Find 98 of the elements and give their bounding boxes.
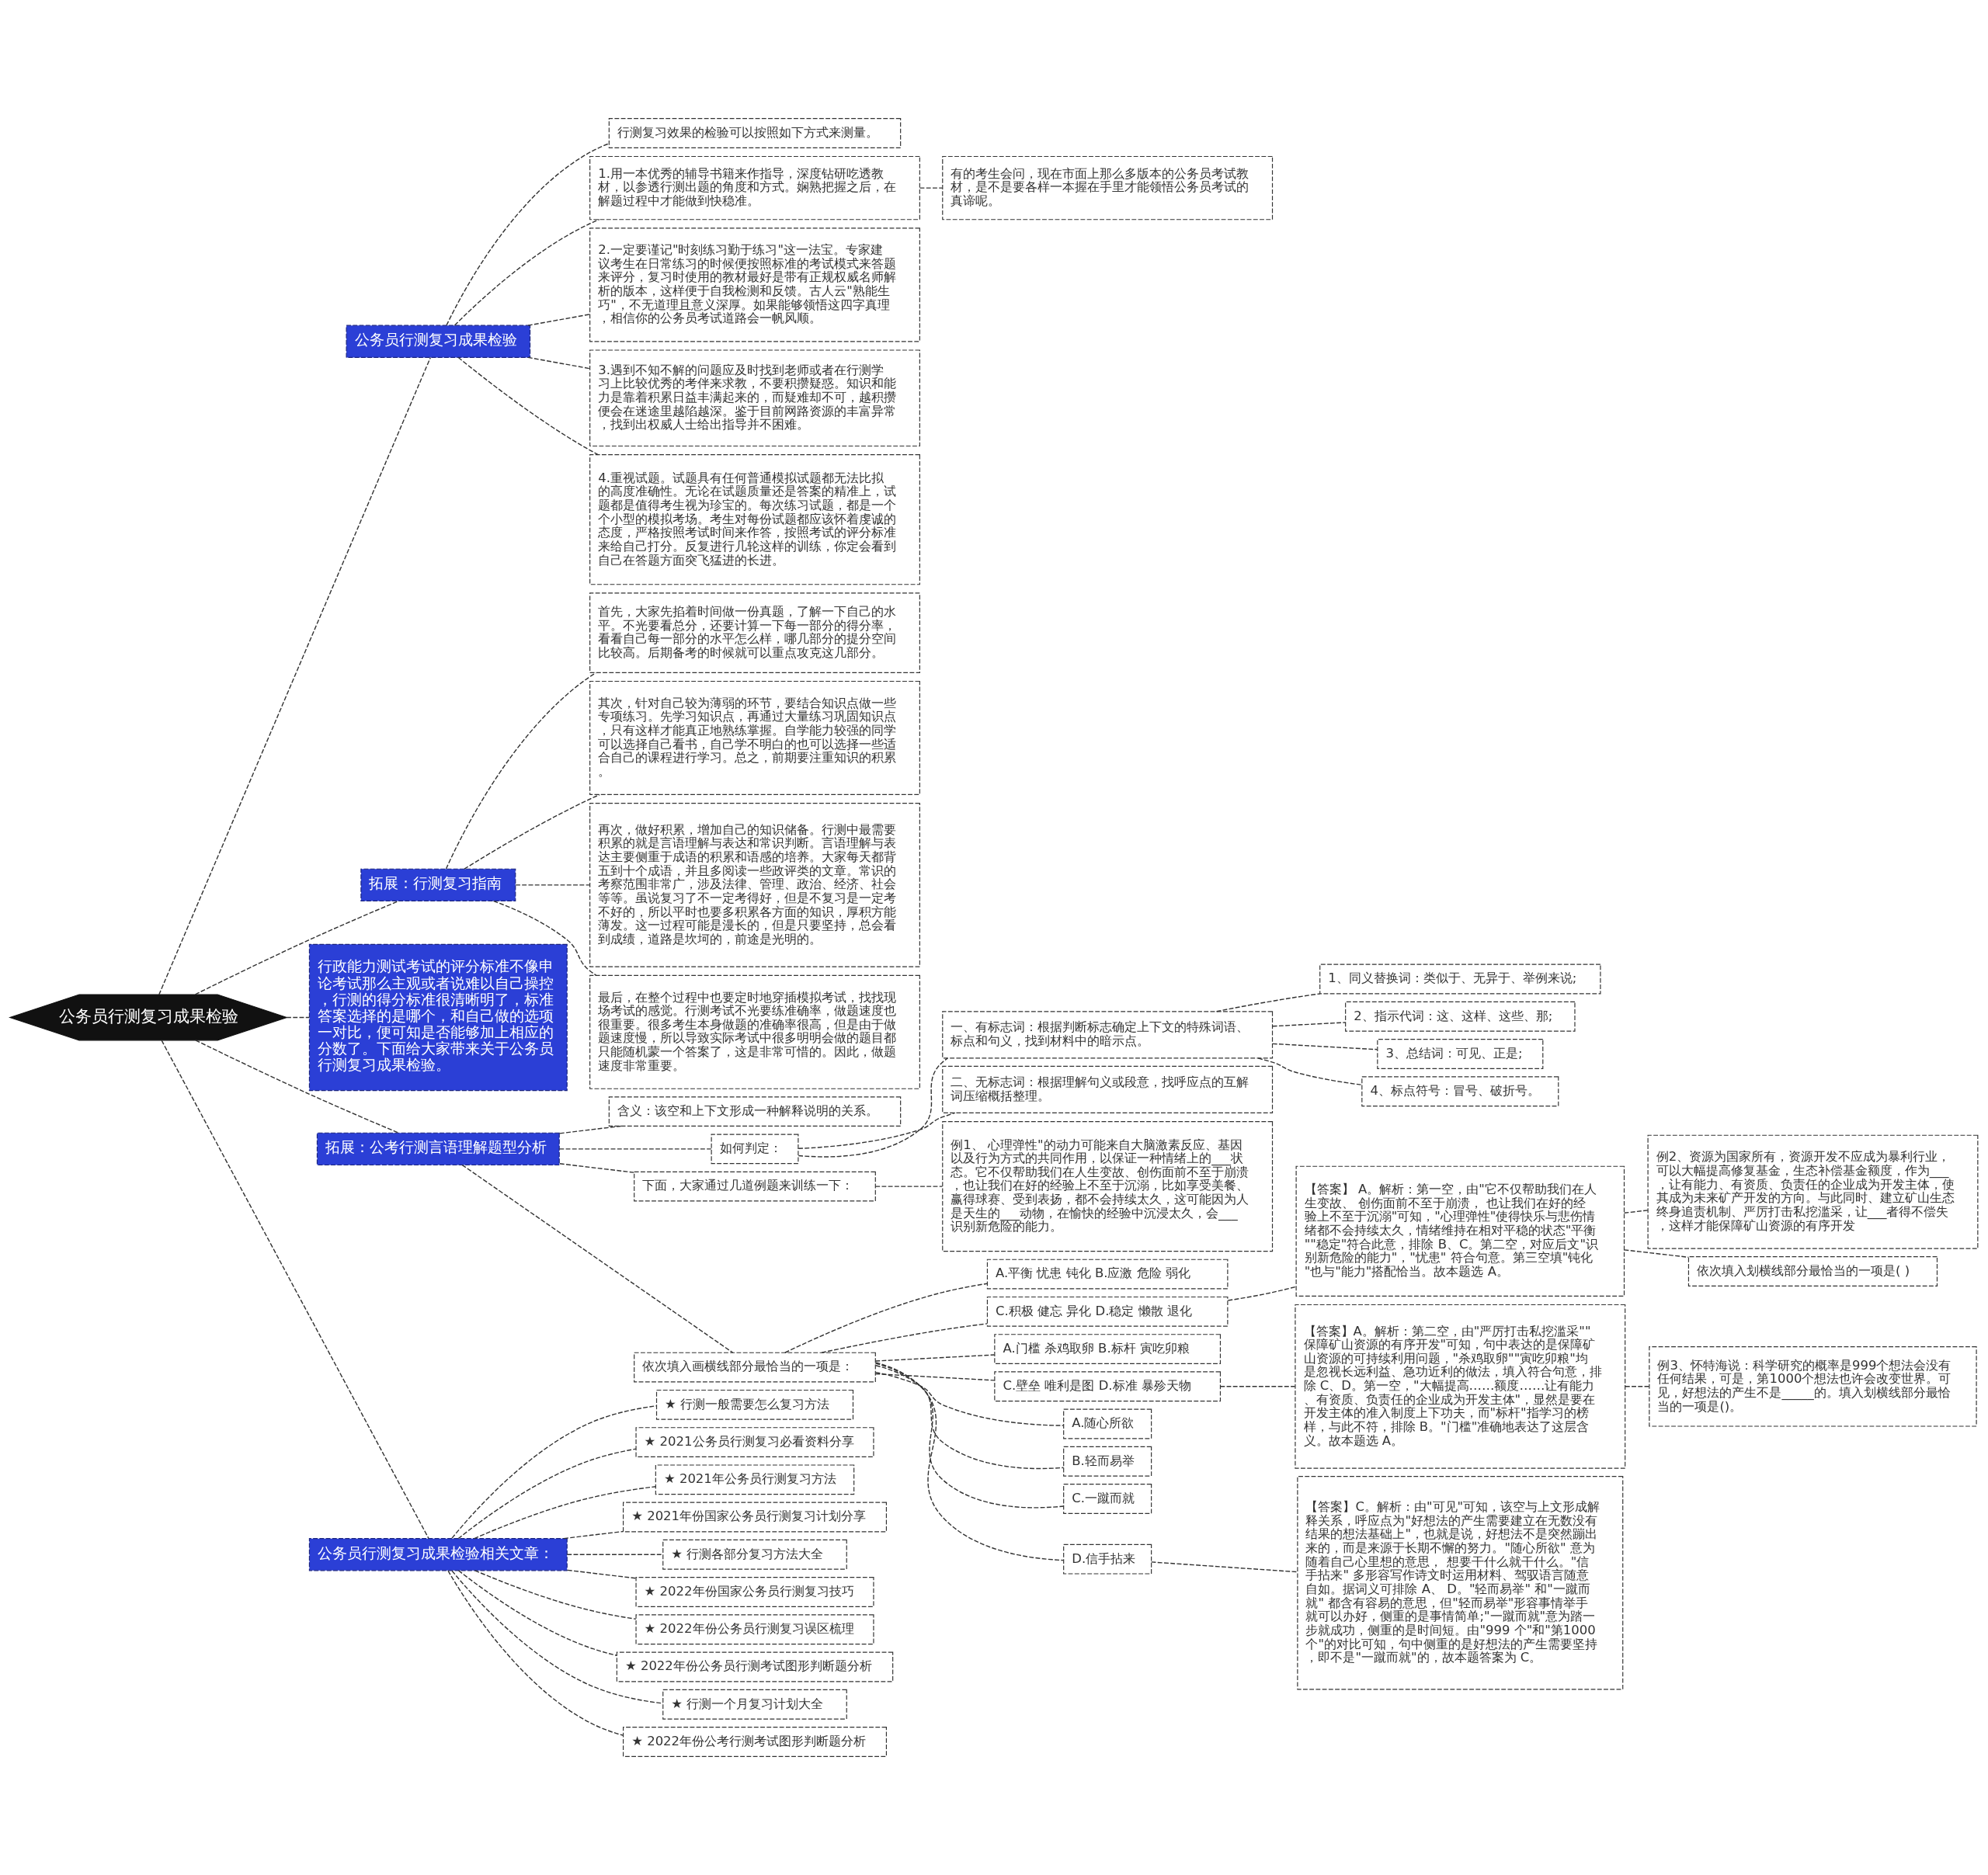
- node-box: D.信手拈来: [1063, 1543, 1152, 1575]
- node-box: 含义：该空和上下文形成一种解释说明的关系。: [608, 1096, 902, 1127]
- connector: [874, 1363, 1065, 1509]
- connector: [158, 356, 431, 995]
- connector: [464, 793, 600, 870]
- connector: [457, 1448, 637, 1540]
- connector: [461, 1164, 734, 1353]
- node-box: 首先，大家先掐着时间做一份真题，了解一下自己的水平。不光要看总分，还要计算一下每一部分的得分率，看看自己每一部分的水平怎么样，哪几部分的提分空间比较高。后期备考的时候就可以重点攻克这几部分。: [589, 592, 920, 673]
- node-box: 行测复习效果的检验可以按照如下方式来测量。: [608, 118, 902, 148]
- connector: [1623, 1249, 1690, 1259]
- node-box: 4、标点符号：冒号、破折号。: [1361, 1076, 1559, 1107]
- connector: [784, 1283, 988, 1353]
- node-box: A.门槛 杀鸡取卵 B.标杆 寅吃卯粮: [994, 1334, 1222, 1364]
- connector: [1271, 1022, 1347, 1027]
- connector: [527, 314, 591, 326]
- node-box: 行政能力测试考试的评分标准不像申论考试那么主观或者说难以自己操控，行测的得分标准很清晰明了，标准答案选择的是哪个，和自己做的选项一对比，便可知是否能够加上相应的分数了。下面给大家带来关于公务员行测复习成果检验。: [308, 943, 568, 1092]
- connector: [474, 1486, 656, 1540]
- node-box: 例3、怀特海说：科学研究的概率是999个想法会没有任何结果，可是，第1000个想法也许会改变世界。可见，好想法的产生不是_____的。填入划横线部分最恰当的一项是()。: [1649, 1346, 1977, 1427]
- node-box: 【答案】 A。解析：第一空，由"它不仅帮助我们在人生变故、 创伤面前不至于崩溃， 也让我们在好的经验上不至于沉溺"可知，"心理弹性"使得快乐与悲伤情绪都不会持续太久，情绪维持在相对平稳的状态"平衡""稳定"符合此意，排除 B、C。第二空，对应后文"识别新危险的能力"，"忧患" 符合句意。第三空填"钝化"也与"能力"搭配恰当。故本题选 A。: [1295, 1165, 1625, 1297]
- connector: [451, 1405, 657, 1539]
- node-box: 3、总结词：可见、正是;: [1377, 1039, 1544, 1069]
- connector: [457, 1570, 618, 1656]
- connector: [559, 1163, 634, 1173]
- connector: [1271, 1043, 1378, 1050]
- connector: [821, 1323, 989, 1353]
- connector: [445, 672, 596, 870]
- node-box: 拓展：行测复习指南: [360, 868, 516, 902]
- node-box: 2、指示代词：这、这样、这些、那;: [1345, 1001, 1576, 1032]
- connector: [457, 356, 599, 456]
- connector: [474, 1570, 637, 1620]
- connector: [447, 1570, 624, 1736]
- node-box: 1.用一本优秀的辅导书籍来作指导，深度钻研吃透教材，以参透行测出题的角度和方式。娴熟把握之后，在解题过程中才能做到快稳准。: [589, 155, 920, 220]
- node-box: 依次填入画横线部分最恰当的一项是：: [634, 1352, 876, 1383]
- node-box: C.积极 健忘 异化 D.稳定 懒散 退化: [986, 1296, 1229, 1327]
- node-box: ★ 行测一个月复习计划大全: [662, 1689, 847, 1720]
- connector: [875, 1362, 1065, 1561]
- connector: [874, 1186, 944, 1187]
- connector: [558, 1148, 712, 1150]
- node-box: ★ 2022年份国家公务员行测复习技巧: [635, 1577, 874, 1607]
- node-box: ★ 2021年份国家公务员行测复习计划分享: [623, 1502, 887, 1533]
- node-box: A.平衡 忧患 钝化 B.应激 危险 弱化: [986, 1259, 1229, 1290]
- node-box: 公务员行测复习成果检验: [346, 325, 531, 358]
- connector: [1215, 993, 1321, 1012]
- node-box: 例2、资源为国家所有，资源开发不应成为暴利行业，可以大幅提高修复基金，生态补偿基金额度，作为___，让有能力、有资质、负责任的企业成为开发主体，使其成为未来矿产开发的方向。与此同时、建立矿山生态终身追责机制、严厉打击私挖滥采，让___者得不偿失，这样才能保障矿山资源的有序开发: [1647, 1134, 1979, 1249]
- node-box: 如何判定：: [711, 1134, 799, 1165]
- node-box: ★ 2021公务员行测复习必看资料分享: [635, 1427, 874, 1457]
- connector: [446, 143, 610, 326]
- node-box: 有的考生会问，现在市面上那么多版本的公务员考试教材，是不是要各样一本握在手里才能领悟公务员考试的真谛呢。: [942, 155, 1274, 220]
- node-box: C.一蹴而就: [1063, 1484, 1152, 1514]
- connector: [919, 187, 944, 189]
- connector: [1227, 1286, 1297, 1301]
- node-box: 拓展：公考行测言语理解题型分析: [316, 1132, 560, 1166]
- connector: [874, 1373, 996, 1381]
- node-box: B.轻而易举: [1063, 1446, 1152, 1477]
- connector: [515, 884, 591, 886]
- connector: [567, 1569, 637, 1579]
- node-box: 2.一定要谨记"时刻练习勤于练习"这一法宝。专家建议考生在日常练习的时候便按照标准的考试模式来答题来评分，复习时使用的教材最好是带有正规权威名师解析的版本，这样便于自我检测和反馈。古人云"熟能生巧"，不无道理且意义深厚。如果能够领悟这四字真理，相信你的公务员考试道路会一帆风顺。: [589, 227, 920, 342]
- connector: [559, 1125, 622, 1134]
- connector: [1219, 1386, 1296, 1387]
- node-box: 1、同义替换词：类似于、无异于、举例来说;: [1319, 964, 1601, 995]
- node-box: 4.重视试题。试题具有任何普通模拟试题都无法比拟的高度准确性。无论在试题质量还是答案的精准上，试题都是值得考生视为珍宝的。每次练习试题，都是一个个小型的模拟考场。考生对每份试题都应该怀着虔诚的态度，严格按照考试时间来作答，按照考试的评分标准来给自己打分。反复进行几轮这样的训练，你定会看到自己在答题方面突飞猛进的长进。: [589, 454, 920, 585]
- node-box: A.随心所欲: [1063, 1408, 1152, 1439]
- connector: [1625, 1386, 1650, 1387]
- node-box: C.壁垒 唯利是图 D.标准 暴殄天物: [994, 1371, 1222, 1402]
- node-box: 例1、 心理弹性"的动力可能来自大脑激素反应、基因以及行为方式的共同作用，以保证一种情绪上的___状态。它不仅帮助我们在人生变故、创伤面前不至于崩溃，也让我们在好的经验上不至于沉溺，比如享受美餐、赢得球赛、受到表扬，都不会持续太久，这可能因为人是天生的___动物，在愉快的经验中沉浸太久，会___识别新危险的能力。: [942, 1121, 1274, 1252]
- connector: [161, 1040, 429, 1540]
- connector: [454, 219, 600, 326]
- connector: [1257, 1057, 1363, 1085]
- connector: [195, 1040, 400, 1134]
- node-box: 二、无标志词：根据理解句义或段意，找呼应点的互解词压缩概括整理。: [942, 1065, 1274, 1113]
- connector: [451, 1570, 664, 1704]
- connector: [1151, 1561, 1298, 1573]
- connector: [566, 1554, 664, 1555]
- node-box: 最后，在整个过程中也要定时地穿插模拟考试，找找现场考试的感觉。行测考试不光要练准确率，做题速度也很重要。很多考生本身做题的准确率很高，但是由于做题速度慢，所以导致实际考试中很多明明会做的题目都只能随机蒙一个答案了，这是非常可惜的。因此，做题速度非常重要。: [589, 974, 920, 1089]
- node-box: 其次，针对自己较为薄弱的环节，要结合知识点做一些专项练习。先学习知识点，再通过大量练习巩固知识点，只有这样才能真正地熟练掌握。自学能力较强的同学可以选择自己看书，自己学不明白的也可以选择一些适合自己的课程进行学习。总之，前期要注重知识的积累。: [589, 680, 920, 795]
- connector: [527, 356, 591, 370]
- node-box: 一、有标志词：根据判断标志确定上下文的特殊词语、标点和句义，找到材料中的暗示点。: [942, 1011, 1274, 1059]
- connector: [874, 1371, 1065, 1426]
- node-box: 再次，做好积累，增加自己的知识储备。行测中最需要积累的就是言语理解与表达和常识判断。言语理解与表达主要侧重于成语的积累和语感的培养。大家每天都背五到十个成语，并且多阅读一些政评类的文章。常识的考察范围非常广，涉及法律、管理、政治、经济、社会等等。虽说复习了不一定考得好，但是不复习是一定考不好的，所以平时也要多积累各方面的知识，厚积方能薄发。这一过程可能是漫长的，但是只要坚持，总会看到成绩，道路是坎坷的，前途是光明的。: [589, 802, 920, 967]
- node-box: 下面，大家通过几道例题来训练一下：: [634, 1171, 876, 1202]
- node-box: ★ 行测一般需要怎么复习方法: [655, 1389, 854, 1420]
- connector: [194, 900, 399, 995]
- node-box: ★ 2022年份公考行测考试图形判断题分析: [623, 1727, 887, 1757]
- node-box: 3.遇到不知不解的问题应及时找到老师或者在行测学习上比较优秀的考伴来求教，不要积攒疑惑。知识和能力是靠着积累日益丰满起来的，而疑难却不可，越积攒便会在迷途里越陷越深。鉴于目前网路资源的丰富异常，找到出权威人士给出指导并不困难。: [589, 349, 920, 447]
- node-box: ★ 2022年份公务员行测考试图形判断题分析: [616, 1651, 894, 1682]
- node-box: 依次填入划横线部分最恰当的一项是( ): [1687, 1256, 1938, 1286]
- connector: [874, 1354, 996, 1362]
- node-box: ★ 2021年公务员行测复习方法: [655, 1464, 855, 1495]
- connector: [875, 1365, 1065, 1470]
- node-box: 【答案】C。解析：由"可见"可知，该空与上文形成解释关系，呼应点为"好想法的产生需要建立在无数没有结果的想法基础上"，也就是说，好想法不是突然蹦出来的，而是来源于长期不懈的努力。"随心所欲" 意为随着自己心里想的意思， 想要干什么就干什么。"信手拈来" 多形容写作诗文时运用材料、驾驭语言随意自如。据词义可排除 A、 D。"轻而易举" 和"一蹴而就" 都含有容易的意思，但"轻而易举"形容事情举手就可以办好，侧重的是事情简单;"一蹴而就"意为踏一步就成功，侧重的是时间短。由"999 个"和"第1000 个"的对比可知，句中侧重的是好想法的产生需要坚持，即不是"一蹴而就"的，故本题答案为 C。: [1297, 1476, 1624, 1690]
- node-box: ★ 行测各部分复习方法大全: [662, 1539, 847, 1570]
- connector: [1623, 1210, 1649, 1214]
- node-box: 【答案】A。解析：第二空，由"严厉打击私挖滥采""保障矿山资源的有序开发"可知，句中表达的是保障矿山资源的可持续利用问题，"杀鸡取卵""寅吃卯粮"均是忽视长远利益、急功近利的做法，填入符合句意，排除 C、D。第一空，"大幅提高……额度……让有能力、有资质、负责任的企业成为开发主体"，显然是要在开发主体的准入制度上下功夫，而"标杆"指学习的榜样，与此不符，排除 B。"门槛"准确地表达了这层含义。故本题选 A。: [1295, 1304, 1626, 1469]
- connector: [563, 1530, 624, 1540]
- connector: [286, 1016, 310, 1019]
- connector: [798, 1112, 956, 1149]
- node-box: ★ 2022年份公务员行测复习误区梳理: [635, 1614, 874, 1645]
- node-box: 公务员行测复习成果检验相关文章：: [308, 1538, 568, 1571]
